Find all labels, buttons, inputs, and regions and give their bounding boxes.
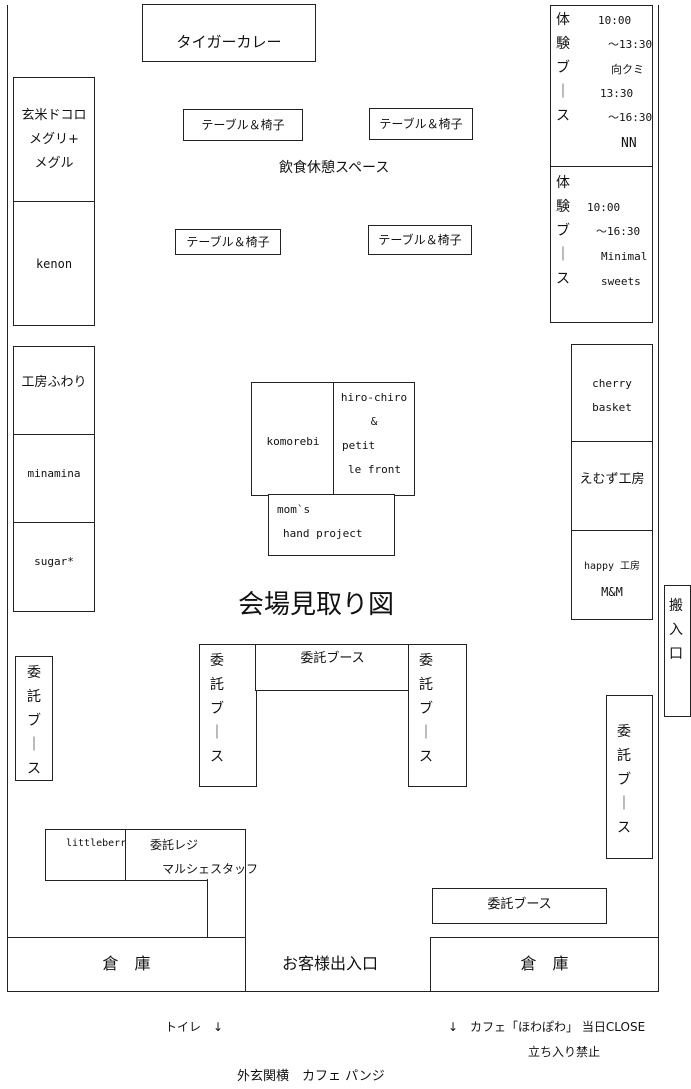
moms-booth: mom`s hand project: [268, 494, 395, 556]
storage-right: 倉 庫: [430, 937, 659, 992]
table-2: テーブル＆椅子: [369, 108, 473, 140]
toilet-note: トイレ ↓: [165, 1020, 224, 1034]
right-consign-vertical: 委託ブ｜ス: [606, 695, 653, 859]
customer-entrance-label: お客様出入口: [282, 954, 379, 973]
tiger-curry-booth: タイガーカレー: [142, 4, 316, 62]
storage-left: 倉 庫: [7, 937, 246, 992]
cherry-basket-booth: cherry basket: [571, 344, 653, 443]
experience-booth-2: 体験ブ｜ス 10:00 ～16:30 Minimal sweets: [550, 166, 653, 323]
right-consign-horizontal: 委託ブース: [432, 888, 607, 924]
register-counter: 委託レジ マルシェスタッフ: [125, 829, 258, 881]
hiro-chiro-booth: hiro-chiro & petit le front: [333, 382, 415, 496]
center-consign-left: 委託ブ｜ス: [199, 644, 257, 787]
map-title: 会場見取り図: [238, 590, 395, 620]
table-3: テーブル＆椅子: [175, 229, 281, 255]
table-1: テーブル＆椅子: [183, 109, 303, 141]
happy-booth: happy 工房 M&M: [571, 530, 653, 620]
eating-space-label: 飲食休憩スペース: [279, 160, 390, 176]
genmai-booth: 玄米ドコロ メグリ+ メグル: [13, 77, 95, 203]
littleberry-booth: littleberry: [45, 829, 132, 881]
cafe-pansy-note: 外玄関横 カフェ パンジ: [237, 1069, 385, 1084]
center-consign-right: 委託ブ｜ス: [408, 644, 467, 787]
left-consign-booth: 委託ブ｜ス: [15, 656, 53, 781]
fuwari-booth: 工房ふわり: [13, 346, 95, 436]
experience-booth-1: 体験ブ｜ス 10:00 ～13:30 向クミ 13:30 ～16:30 NN: [550, 5, 653, 168]
cafe-note: ↓ カフェ「ほわぽわ」 当日CLOSE: [448, 1020, 646, 1034]
carry-in-entrance: 搬入口: [664, 585, 691, 717]
register-extension: [207, 879, 246, 939]
table-4: テーブル＆椅子: [368, 225, 472, 255]
no-entry-note: 立ち入り禁止: [528, 1045, 601, 1059]
minamina-booth: minamina: [13, 434, 95, 524]
center-consign-top: 委託ブース: [255, 644, 410, 691]
komorebi-booth: komorebi: [251, 382, 335, 496]
kenon-booth: kenon: [13, 201, 95, 326]
sugar-booth: sugar*: [13, 522, 95, 612]
emuzu-booth: えむず工房: [571, 441, 653, 532]
